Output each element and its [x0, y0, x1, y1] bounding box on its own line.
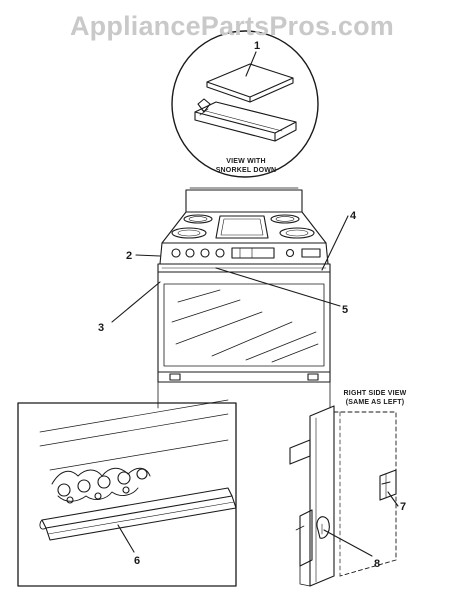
callout-8: 8 [374, 558, 381, 570]
snorkel-view-caption-line2: SNORKEL DOWN [215, 167, 277, 174]
right-side-view-caption-line2: (SAME AS LEFT) [345, 399, 405, 406]
callout-2: 2 [126, 250, 133, 262]
callout-5: 5 [342, 304, 349, 316]
right-side-bracket [289, 405, 399, 587]
callout-7: 7 [400, 501, 407, 513]
callout-4: 4 [350, 210, 357, 222]
callout-1: 1 [254, 40, 261, 52]
callout-3: 3 [98, 322, 105, 334]
right-side-view-caption-line1: RIGHT SIDE VIEW [343, 390, 407, 397]
right-side-view-caption: RIGHT SIDE VIEW (SAME AS LEFT) [330, 389, 420, 407]
snorkel-detail-circle [171, 30, 319, 178]
trim-strip-detail-box [17, 399, 237, 587]
snorkel-view-caption: VIEW WITH SNORKEL DOWN [198, 157, 294, 175]
callout-6: 6 [134, 555, 141, 567]
snorkel-view-caption-line1: VIEW WITH [226, 158, 266, 165]
range-assembly [111, 187, 349, 409]
